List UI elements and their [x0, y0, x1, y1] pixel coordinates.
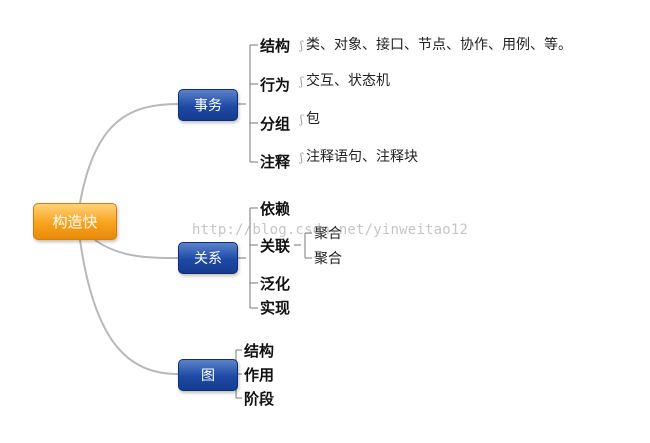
watermark-text: http://blog.csdn.net/yinweitao12 [192, 222, 469, 238]
leaf-diagram-phase[interactable]: 阶段 [244, 390, 275, 408]
branch-diagram[interactable]: 图 [178, 359, 238, 391]
leaf-dependency[interactable]: 依赖 [260, 200, 291, 218]
leaf-association[interactable]: 关联 [260, 237, 291, 255]
leaf-diagram-role[interactable]: 作用 [244, 366, 275, 384]
branch-relation[interactable]: 关系 [178, 242, 238, 274]
leaf-generalization[interactable]: 泛化 [260, 275, 291, 293]
link-root-diagram [79, 239, 179, 375]
leaf-realization[interactable]: 实现 [260, 299, 291, 317]
leaf-annotation[interactable]: 注释 [260, 153, 291, 171]
hook-icon: ʃ [300, 151, 303, 164]
link-root-thing [79, 103, 179, 204]
branch-thing[interactable]: 事务 [178, 89, 238, 121]
root-node[interactable]: 构造快 [33, 203, 117, 240]
link-association-bracket [294, 232, 312, 259]
leaf-grouping[interactable]: 分组 [260, 115, 291, 133]
sub-aggregation-2[interactable]: 聚合 [314, 251, 342, 267]
leaf-behavior[interactable]: 行为 [260, 76, 291, 94]
link-root-relation [94, 239, 179, 259]
hook-icon: ʃ [300, 113, 303, 126]
hook-icon: ʃ [300, 39, 303, 52]
hook-icon: ʃ [300, 75, 303, 88]
link-thing-bracket [238, 44, 258, 163]
sub-aggregation-1[interactable]: 聚合 [314, 226, 342, 242]
link-relation-bracket [238, 207, 258, 309]
leaf-diagram-structure[interactable]: 结构 [244, 342, 275, 360]
leaf-structure[interactable]: 结构 [260, 37, 291, 55]
